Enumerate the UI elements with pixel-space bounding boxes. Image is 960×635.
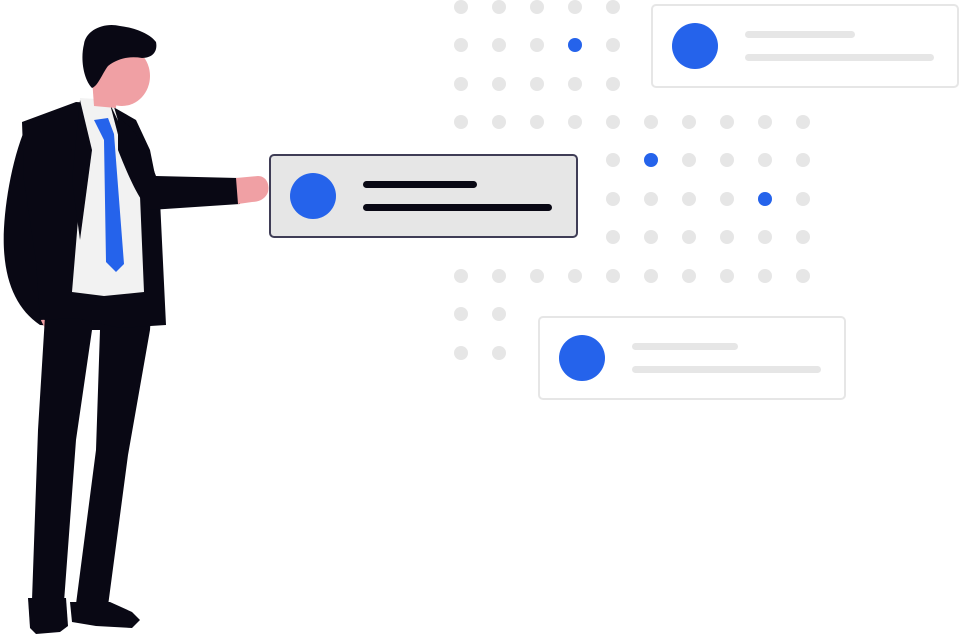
grid-dot (758, 230, 772, 244)
grid-dot (454, 307, 468, 321)
person-figure (3, 24, 269, 634)
card-active-line-1 (363, 181, 477, 188)
grid-dot (454, 38, 468, 52)
grid-dot (644, 115, 658, 129)
grid-dot (454, 269, 468, 283)
highlighted-dot (758, 192, 772, 206)
grid-dot (796, 269, 810, 283)
grid-dot (492, 346, 506, 360)
card-top-right-frame (651, 4, 959, 88)
card-bottom-avatar (559, 335, 605, 381)
grid-dot (644, 230, 658, 244)
person-right-shoe (70, 602, 140, 628)
grid-dot (682, 192, 696, 206)
grid-dot (606, 115, 620, 129)
card-top-right-line-1 (745, 31, 855, 38)
highlighted-dot (568, 38, 582, 52)
grid-dot (492, 38, 506, 52)
grid-dot (796, 115, 810, 129)
grid-dot (796, 230, 810, 244)
person-legs (32, 298, 152, 606)
grid-dot (644, 192, 658, 206)
card-bottom-line-2 (632, 366, 821, 373)
grid-dot (568, 0, 582, 14)
highlighted-dot (644, 153, 658, 167)
grid-dot (606, 192, 620, 206)
grid-dot (492, 77, 506, 91)
grid-dot (606, 269, 620, 283)
grid-dot (530, 115, 544, 129)
grid-dot (682, 153, 696, 167)
grid-dot (720, 153, 734, 167)
grid-dot (492, 269, 506, 283)
grid-dot (682, 269, 696, 283)
grid-dot (568, 269, 582, 283)
grid-dot (720, 230, 734, 244)
grid-dot (606, 153, 620, 167)
card-active-line-2 (363, 204, 552, 211)
grid-dot (606, 0, 620, 14)
person-lapel-left (72, 100, 92, 240)
grid-dot (454, 346, 468, 360)
card-active (269, 154, 578, 238)
card-top-right-avatar (672, 23, 718, 69)
person-pointing-hand (236, 176, 269, 204)
grid-dot (530, 269, 544, 283)
card-top-right-line-2 (745, 54, 934, 61)
card-top-right (651, 4, 959, 88)
card-bottom-frame (538, 316, 846, 400)
grid-dot (796, 192, 810, 206)
card-bottom (538, 316, 846, 400)
grid-dot (454, 0, 468, 14)
grid-dot (720, 192, 734, 206)
grid-dot (758, 115, 772, 129)
grid-dot (758, 153, 772, 167)
grid-dot (492, 0, 506, 14)
person-hair (82, 24, 157, 88)
grid-dot (492, 115, 506, 129)
grid-dot (568, 115, 582, 129)
grid-dot (720, 115, 734, 129)
grid-dot (682, 230, 696, 244)
grid-dot (454, 115, 468, 129)
grid-dot (758, 269, 772, 283)
person-right-arm (118, 118, 240, 210)
grid-dot (682, 115, 696, 129)
grid-dot (606, 230, 620, 244)
grid-dot (644, 269, 658, 283)
card-active-frame (269, 154, 578, 238)
grid-dot (530, 77, 544, 91)
grid-dot (530, 38, 544, 52)
grid-dot (606, 77, 620, 91)
person-tie (94, 118, 124, 272)
dot-grid (454, 0, 810, 360)
grid-dot (606, 38, 620, 52)
grid-dot (568, 77, 582, 91)
grid-dot (492, 307, 506, 321)
grid-dot (720, 269, 734, 283)
person-left-shoe (28, 598, 68, 634)
grid-dot (454, 77, 468, 91)
card-active-avatar (290, 173, 336, 219)
card-bottom-line-1 (632, 343, 738, 350)
grid-dot (530, 0, 544, 14)
grid-dot (796, 153, 810, 167)
